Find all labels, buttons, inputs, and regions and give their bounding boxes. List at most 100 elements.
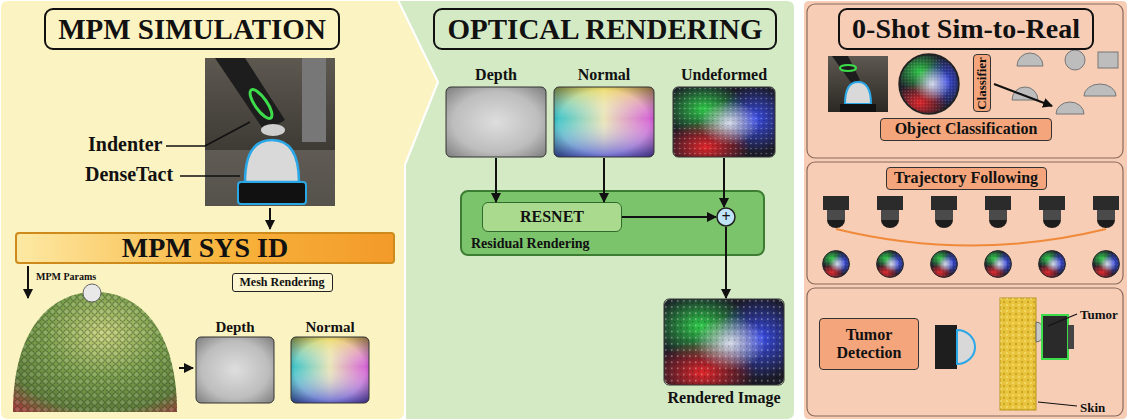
leader-line [166,122,250,146]
box-label: RESNET [520,208,584,226]
sensor-body [935,210,953,220]
image-picture [290,336,370,404]
part-label: DenseTact [85,163,173,185]
densetact-dome [845,82,871,104]
tactile-image [663,298,785,386]
sensor-dome [1097,220,1115,228]
normal-vignette [554,87,654,157]
object-shape [1065,50,1085,70]
depth-map [196,337,274,403]
panel-shape [0,0,438,420]
image-frame [673,87,775,157]
sensor-mount [931,196,957,210]
photo-ground [205,58,335,206]
indenter-ring [246,87,275,122]
image-caption: Rendered Image [667,386,780,410]
object-shape [1098,52,1118,68]
object-shape [1056,102,1084,114]
section-frame [807,288,1123,416]
sensor-body [989,210,1007,220]
normal-map [554,87,654,157]
image-picture [445,86,547,158]
box-label: Mesh Rendering [240,276,325,290]
box-label: MPM SYS ID [122,232,288,264]
sensor-dome [989,220,1007,228]
photo-stand [302,58,326,142]
image-picture [663,298,785,386]
image-picture [672,86,776,158]
tactile-image [819,249,853,281]
photo-ground [828,56,888,112]
panel-title: 0-Shot Sim-to-Real [838,8,1094,50]
image-caption: Depth [475,64,517,86]
indenter-body [215,58,285,132]
depth-map [446,87,546,157]
normal-shade [291,337,369,403]
leader-line [180,175,240,177]
image-tile: Depth [445,64,547,158]
image-caption: Undeformed [681,64,767,86]
indenter-tip [261,124,285,136]
flow-arrow [603,158,605,202]
box-label: Classifier [975,57,990,110]
flow-arrow [27,266,29,298]
object-shape [1012,87,1038,100]
panel: MPM SIMULATIONMPM SYS IDMesh RenderingDe… [0,0,442,420]
skin-sponge [1000,298,1036,410]
object-shape [1017,53,1043,66]
image-caption: Depth [215,318,254,336]
densetact-base [840,104,876,112]
sensor-mount [1039,196,1065,210]
mpm-particles [13,284,177,412]
flow-arrow [994,84,1052,106]
box-label: Trajectory Following [894,169,1038,187]
image-tile: Rendered Image [663,298,785,410]
panel-shape [803,0,1128,420]
particle-dome [13,292,177,412]
tactile-image [892,51,967,123]
classifier-box: Classifier [973,54,991,112]
box-label: Residual Rendering [471,236,590,252]
sensor [823,196,1119,228]
densetact-base [238,182,306,204]
image-caption: Normal [305,318,354,336]
sensor-mount [823,196,849,210]
section-frame [807,4,1123,158]
indenter-ring [840,65,856,71]
object-shape [1084,84,1116,96]
sensor-body [827,210,845,220]
sensor-body [881,210,899,220]
tumor-bump [1036,322,1044,342]
sensor-mount [935,325,957,369]
image-picture [553,86,655,158]
image-caption: Normal [578,64,630,86]
tactile-image [873,249,907,281]
tactile-image [1035,249,1069,281]
sum-circle-outline [717,208,735,226]
holder-grip [1068,325,1074,349]
process-bar: MPM SYS ID [15,232,395,264]
flow-arrow [622,216,716,218]
densetact-dome [245,140,299,182]
part-label: Tumor [1080,307,1118,322]
tactile-image [981,249,1015,281]
image-picture [195,336,275,404]
holder-device [1042,315,1068,359]
box-label: Object Classification [895,120,1038,138]
sponge-texture [1000,298,1036,410]
classification-art [828,50,1118,122]
photo-bench [205,150,335,206]
sensor-dome [827,220,845,228]
panel: OPTICAL RENDERING Depth Normal UndeformedRe… [398,0,795,420]
section-frame [807,162,1123,284]
indenter-particle [83,284,101,302]
flow-arrow [725,227,727,298]
sensor-mount [877,196,903,210]
image-frame [664,299,784,385]
sensor-mount [985,196,1011,210]
part-label: MPM Params [36,271,96,282]
panel-title: OPTICAL RENDERING [433,8,776,50]
box-label: + [721,208,730,226]
indenter-body [832,56,860,84]
flow-arrow [723,158,725,207]
